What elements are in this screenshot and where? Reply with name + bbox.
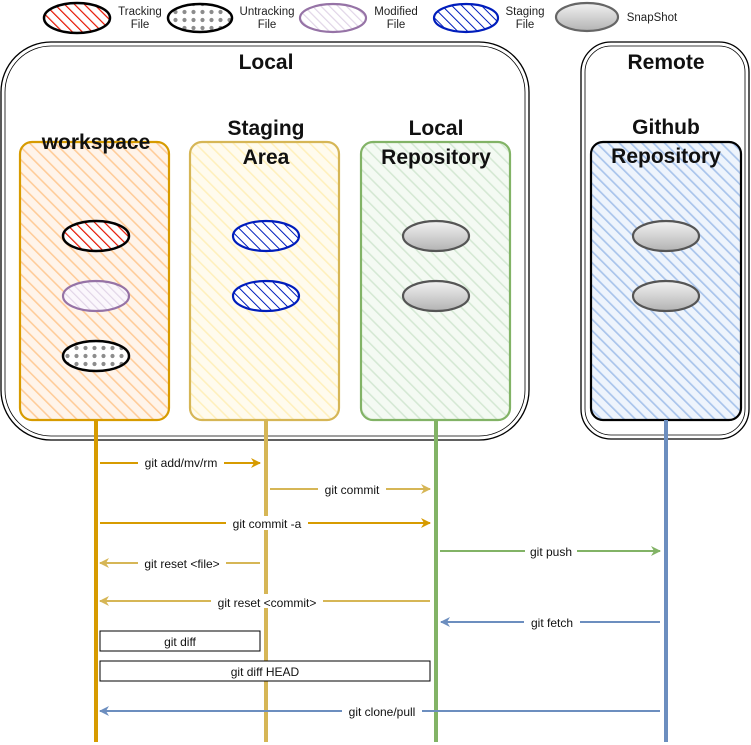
- git-reset-commit-label: git reset <commit>: [218, 596, 317, 610]
- local-repository-snapshots: [401, 219, 471, 313]
- legend-untracking-label-2: File: [258, 19, 277, 31]
- legend-tracking-label: Tracking: [118, 6, 162, 18]
- git-push-arrow: git push: [440, 544, 661, 559]
- legend-staging-label: Staging: [505, 6, 544, 18]
- legend-modified-label: Modified: [374, 6, 417, 18]
- remote-snapshot-2: [631, 279, 701, 313]
- staging-file-swatch: [432, 2, 500, 34]
- git-add-label: git add/mv/rm: [145, 456, 218, 470]
- untracking-file-dots: [61, 339, 131, 373]
- git-fetch-label: git fetch: [531, 616, 573, 630]
- operation-arrows: git add/mv/rm git commit git commit -a g…: [99, 456, 661, 719]
- modified-file-swatch: [298, 2, 368, 34]
- legend-snapshot-label: SnapShot: [627, 12, 678, 24]
- staging-file-hatch: [231, 219, 301, 253]
- git-reset-file-label: git reset <file>: [144, 557, 219, 571]
- local-repository-title: Local: [409, 117, 464, 140]
- remote-group-title: Remote: [627, 51, 704, 74]
- local-repository-area: Local Repository: [359, 117, 512, 422]
- staging-files: [231, 219, 301, 313]
- tracking-file-hatch: [61, 219, 131, 253]
- staging-area: Staging Area: [188, 117, 341, 422]
- modified-file-hatch: [61, 279, 131, 313]
- staging-title: Staging: [228, 117, 305, 140]
- git-diff-label: git diff: [164, 635, 196, 649]
- git-diff-box: git diff: [99, 630, 261, 652]
- legend: Tracking File Untracking File Modified F…: [42, 1, 678, 35]
- legend-snapshot: SnapShot: [554, 1, 678, 33]
- legend-staging-label-2: File: [516, 19, 535, 31]
- legend-modified-file: Modified File: [298, 2, 418, 34]
- git-fetch-arrow: git fetch: [440, 615, 660, 630]
- untracking-file-swatch: [166, 2, 234, 34]
- workspace-files: [61, 219, 131, 373]
- legend-staging-file: Staging File: [432, 2, 545, 34]
- github-repository-title-2: Repository: [611, 145, 721, 168]
- github-repository-title: Github: [632, 116, 700, 139]
- git-diff-head-box: git diff HEAD: [99, 660, 431, 682]
- legend-untracking-file: Untracking File: [166, 2, 295, 34]
- git-clone-pull-label: git clone/pull: [349, 705, 416, 719]
- legend-untracking-label: Untracking: [240, 6, 295, 18]
- tracking-file-swatch: [42, 1, 112, 35]
- staging-file-2-hatch: [231, 279, 301, 313]
- lifelines: [94, 420, 668, 742]
- git-commit-a-arrow: git commit -a: [100, 516, 431, 531]
- legend-tracking-label-2: File: [131, 19, 150, 31]
- snapshot-swatch: [554, 1, 620, 33]
- snapshot-2: [401, 279, 471, 313]
- git-commit-arrow: git commit: [270, 482, 431, 497]
- local-group-title: Local: [239, 51, 294, 74]
- local-repository-title-2: Repository: [381, 146, 491, 169]
- git-push-label: git push: [530, 545, 572, 559]
- git-clone-pull-arrow: git clone/pull: [99, 704, 660, 719]
- github-repository-area: Github Repository: [589, 116, 743, 422]
- git-commit-label: git commit: [325, 483, 380, 497]
- git-reset-file-arrow: git reset <file>: [99, 556, 260, 571]
- remote-snapshot: [631, 219, 701, 253]
- git-reset-commit-arrow: git reset <commit>: [99, 594, 430, 610]
- staging-title-2: Area: [243, 146, 290, 169]
- workspace-title: workspace: [41, 131, 151, 154]
- legend-tracking-file: Tracking File: [42, 1, 162, 35]
- legend-modified-label-2: File: [387, 19, 406, 31]
- snapshot: [401, 219, 471, 253]
- git-diff-head-label: git diff HEAD: [231, 665, 300, 679]
- git-add-arrow: git add/mv/rm: [100, 456, 261, 470]
- git-commit-a-label: git commit -a: [233, 517, 302, 531]
- workspace-area: workspace: [18, 131, 171, 422]
- github-repository-snapshots: [631, 219, 701, 313]
